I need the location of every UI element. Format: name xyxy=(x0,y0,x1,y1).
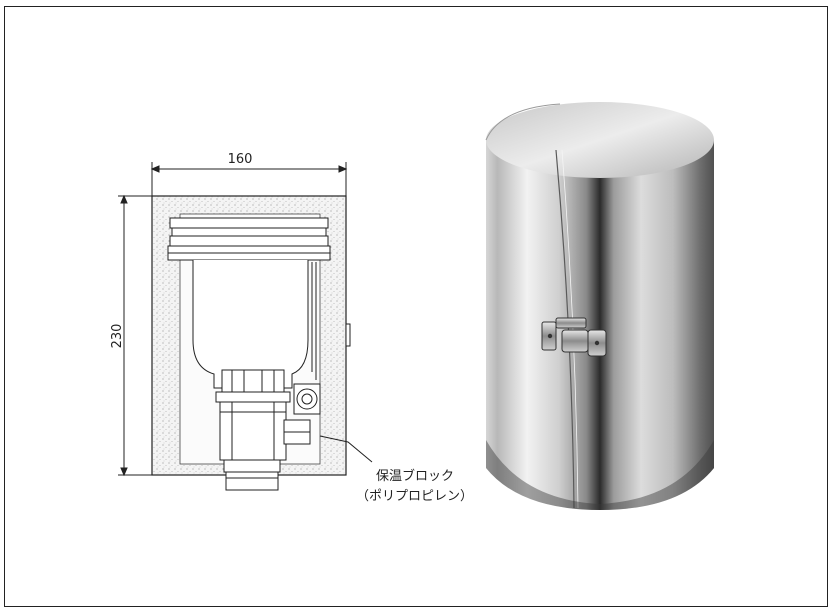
height-dimension-line xyxy=(118,194,152,477)
vessel-body xyxy=(192,260,317,389)
callout-leader-line xyxy=(319,435,373,463)
height-dimension-label: 230 xyxy=(110,324,125,349)
side-valve xyxy=(283,383,321,445)
stainless-cylinder-photo xyxy=(485,102,714,510)
technical-drawing xyxy=(118,162,373,491)
width-dimension-label: 160 xyxy=(228,152,253,167)
callout-label-line2: （ポリプロピレン） xyxy=(356,489,473,504)
callout-label-line1: 保温ブロック xyxy=(376,468,454,484)
width-dimension-line xyxy=(150,162,348,196)
top-flange xyxy=(167,217,331,261)
latch-clasp xyxy=(541,317,607,357)
neck-fittings xyxy=(215,369,291,491)
